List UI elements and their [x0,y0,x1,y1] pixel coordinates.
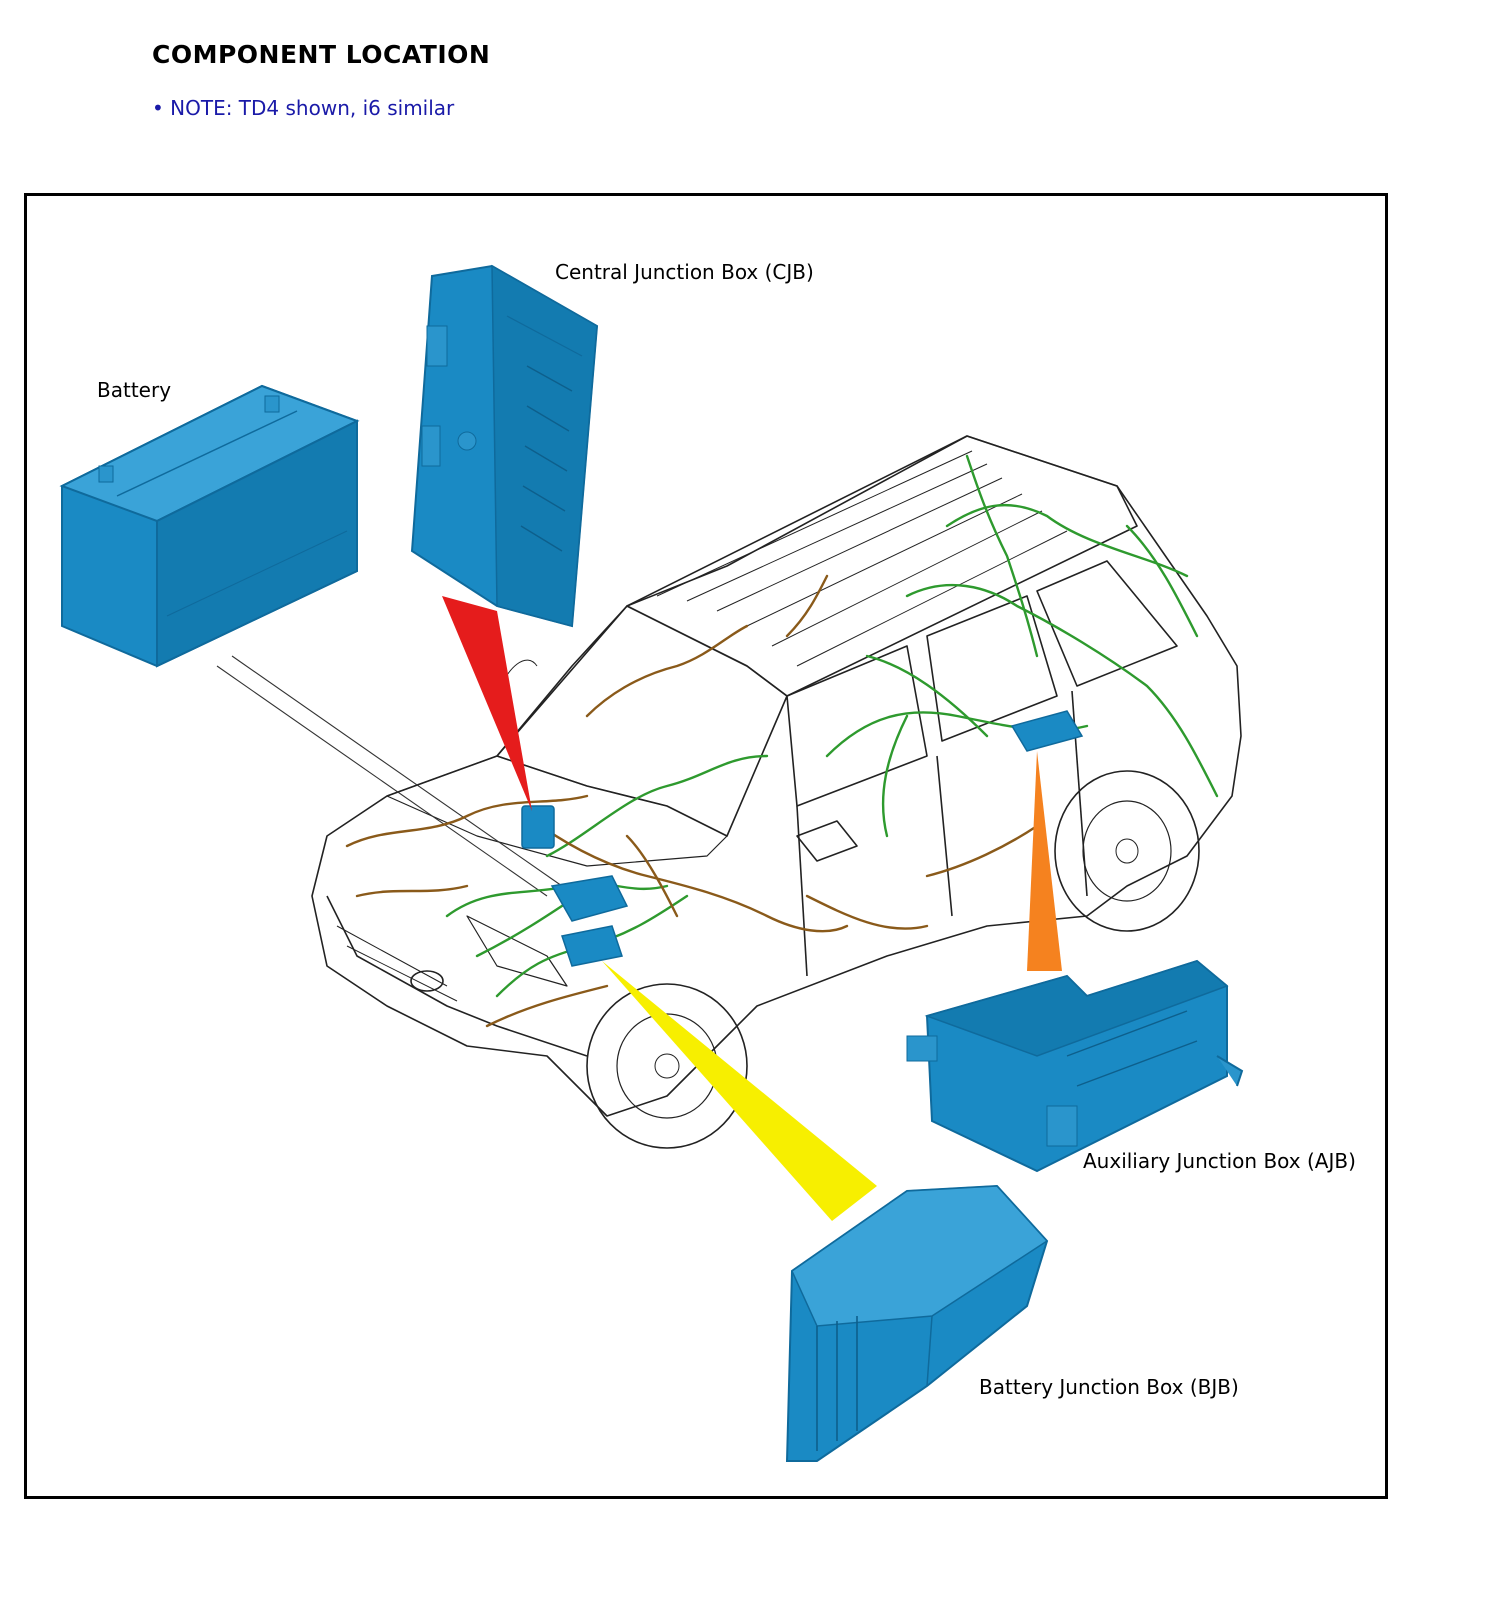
ajb-pointer [1027,751,1062,971]
component-location-diagram [59,264,1244,1462]
diagram-frame: Central Junction Box (CJB) Battery Auxil… [24,193,1388,1499]
cjb-component [410,264,599,628]
bjb-component [785,1184,1049,1462]
battery-component [59,384,360,668]
cjb-pointer [442,596,532,811]
wiring-harness-brown [345,574,1039,1028]
cjb-in-vehicle [521,805,555,849]
cjb-label: Central Junction Box (CJB) [555,260,814,284]
ajb-in-vehicle [1010,710,1084,752]
vehicle-component-markers [521,710,1084,967]
ajb-component [906,959,1244,1173]
bjb-in-vehicle [550,875,629,922]
vehicle-outline [216,435,1242,1149]
page-title: COMPONENT LOCATION [152,40,491,69]
battery-label: Battery [97,378,172,402]
note-text: • NOTE: TD4 shown, i6 similar [152,96,455,120]
bjb-label: Battery Junction Box (BJB) [979,1375,1239,1399]
ajb-label: Auxiliary Junction Box (AJB) [1083,1149,1356,1173]
wiring-harness-green [445,454,1219,998]
bjb-pointer [602,961,877,1221]
bjb-lower-in-vehicle [561,925,623,967]
